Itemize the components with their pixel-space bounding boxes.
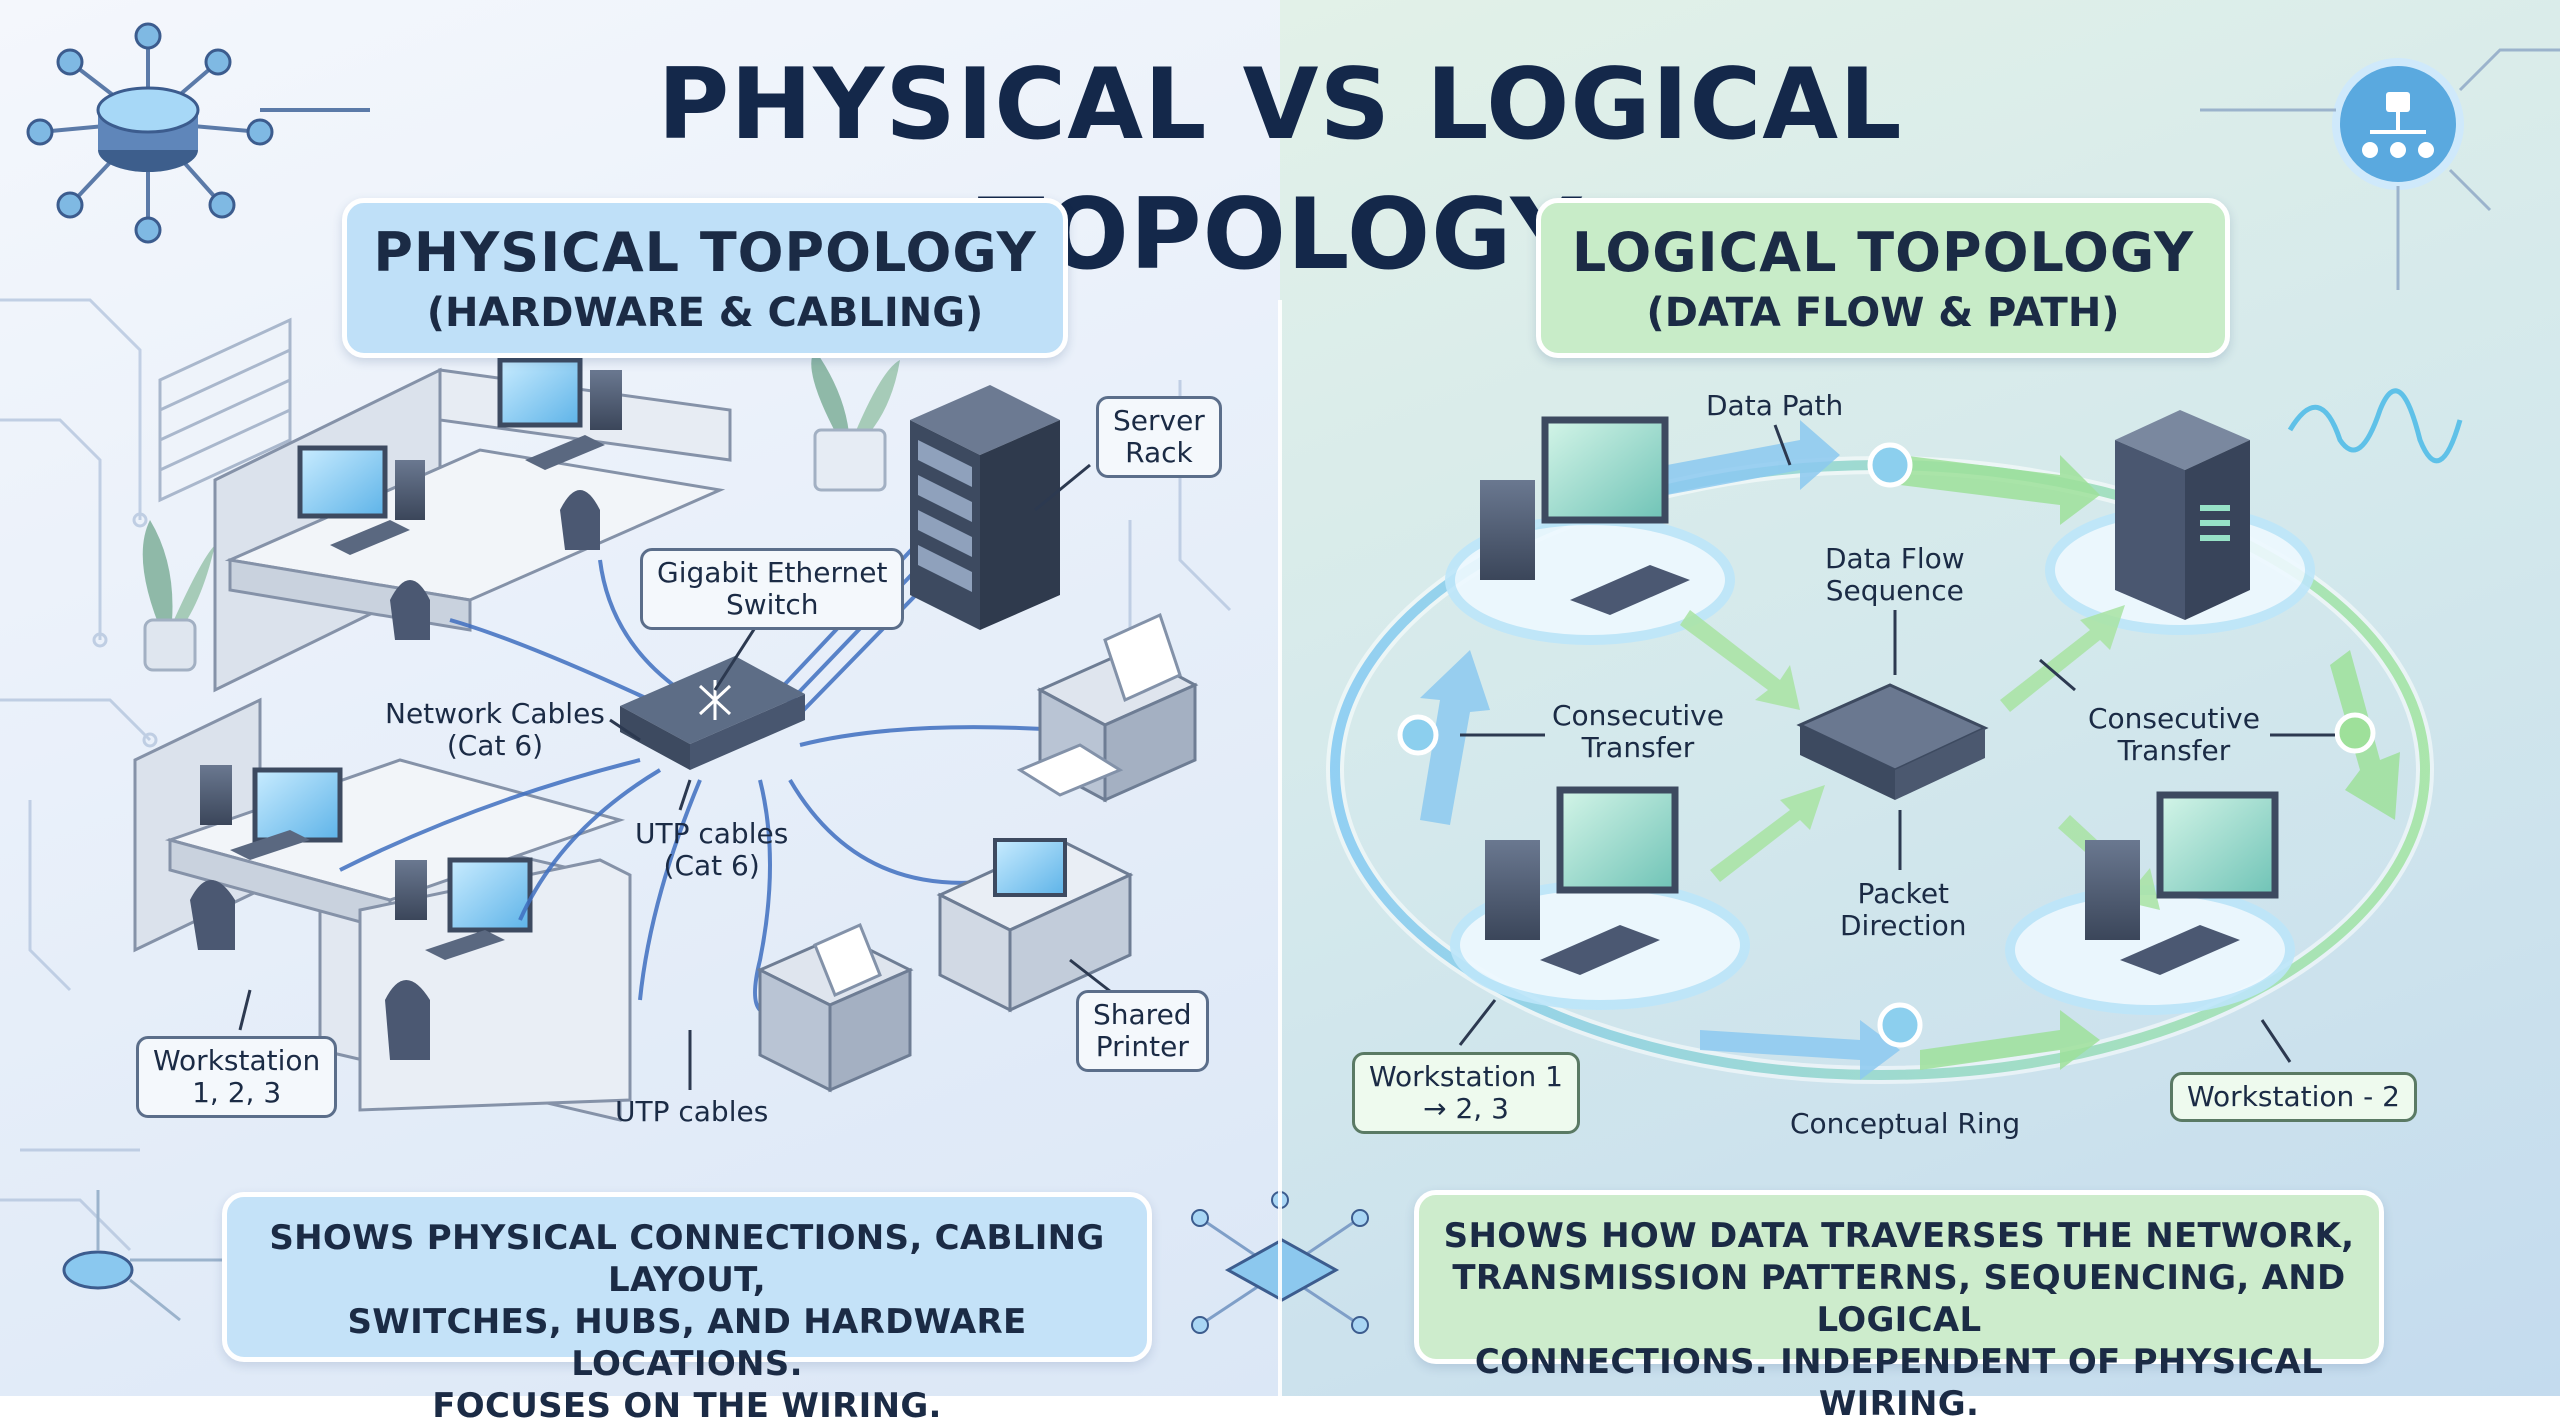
label-line: Switch — [725, 588, 819, 621]
label-workstation-2: Workstation - 2 — [2170, 1072, 2417, 1122]
plant-left — [142, 520, 215, 672]
label-line: (Cat 6) — [446, 729, 544, 762]
workstation-front-1 — [190, 765, 343, 950]
physical-topology-header: PHYSICAL TOPOLOGY (HARDWARE & CABLING) — [342, 198, 1068, 358]
label-line: Server — [1113, 404, 1205, 437]
physical-description-line: SHOWS PHYSICAL CONNECTIONS, CABLING LAYO… — [269, 1218, 1105, 1300]
workstation-logical-left — [1485, 786, 1679, 975]
label-network-cables: Network Cables (Cat 6) — [385, 698, 605, 762]
label-data-path: Data Path — [1706, 389, 1844, 422]
label-workstation: Workstation 1, 2, 3 — [136, 1036, 338, 1118]
page-title: PHYSICAL VS LOGICAL TOPOLOGY — [657, 48, 1903, 292]
hub-icon-bottom-center — [1191, 1191, 1369, 1334]
printer-station — [936, 838, 1134, 1013]
label-line: Transfer — [1581, 731, 1695, 764]
label-line: Workstation 1 — [1369, 1060, 1563, 1093]
label-workstation-1: Workstation 1 → 2, 3 — [1352, 1052, 1580, 1134]
label-utp-cables: UTP cables — [615, 1095, 769, 1128]
label-line: Consecutive — [1552, 699, 1724, 732]
server-rack — [910, 385, 1060, 630]
logical-heading: LOGICAL TOPOLOGY — [1571, 221, 2195, 284]
label-line: Printer — [1095, 1030, 1189, 1063]
switch-logical — [1796, 683, 1989, 800]
label-line: → 2, 3 — [1423, 1092, 1509, 1125]
workstation-front-2 — [385, 857, 533, 1060]
gigabit-switch — [620, 656, 805, 770]
label-line: Shared — [1093, 998, 1192, 1031]
diagram-artwork — [0, 22, 2560, 1334]
workstation-back-1 — [297, 445, 430, 640]
signal-wave — [2287, 388, 2463, 464]
label-utp-cat6: UTP cables (Cat 6) — [635, 818, 788, 882]
printer-right — [1016, 612, 1199, 803]
server-logical — [2115, 410, 2250, 620]
workstation-back-2 — [497, 357, 622, 550]
physical-subheading: (HARDWARE & CABLING) — [426, 290, 984, 336]
label-server-rack: Server Rack — [1096, 396, 1222, 478]
physical-description-line: SWITCHES, HUBS, AND HARDWARE LOCATIONS. — [347, 1302, 1027, 1384]
label-line: Data Flow — [1825, 542, 1965, 575]
label-gigabit-switch: Gigabit Ethernet Switch — [640, 548, 905, 630]
packet-nodes — [1397, 442, 2376, 1048]
label-shared-printer: Shared Printer — [1076, 990, 1209, 1072]
label-consecutive-transfer-left: Consecutive Transfer — [1552, 700, 1724, 764]
label-line: 1, 2, 3 — [192, 1076, 282, 1109]
physical-description: SHOWS PHYSICAL CONNECTIONS, CABLING LAYO… — [222, 1192, 1152, 1426]
ring-flow-arrows — [1420, 420, 2400, 1080]
physical-heading: PHYSICAL TOPOLOGY — [373, 221, 1037, 284]
label-conceptual-ring: Conceptual Ring — [1790, 1107, 2021, 1140]
label-line: Packet — [1857, 877, 1950, 910]
label-data-flow-sequence: Data Flow Sequence — [1825, 543, 1965, 607]
label-line: Consecutive — [2088, 702, 2260, 735]
physical-description-line: FOCUSES ON THE WIRING. — [432, 1386, 942, 1426]
network-icon-topright — [2200, 48, 2560, 290]
label-consecutive-transfer-right: Consecutive Transfer — [2088, 703, 2260, 767]
label-line: (Cat 6) — [663, 849, 760, 882]
label-line: Direction — [1840, 909, 1967, 942]
office-window — [158, 317, 292, 503]
label-line: UTP cables — [635, 817, 789, 850]
plant-right — [811, 350, 900, 492]
center-divider — [1278, 300, 1282, 1396]
logical-topology-header: LOGICAL TOPOLOGY (DATA FLOW & PATH) — [1536, 198, 2230, 358]
label-packet-direction: Packet Direction — [1840, 878, 1967, 942]
label-line: Sequence — [1825, 574, 1964, 607]
logical-description-line: CONNECTIONS. INDEPENDENT OF PHYSICAL WIR… — [1474, 1342, 2324, 1424]
workstation-logical-right — [2085, 791, 2279, 975]
logical-subheading: (DATA FLOW & PATH) — [1646, 290, 2120, 336]
workstation-logical-top — [1480, 416, 1690, 615]
label-line: Rack — [1125, 436, 1193, 469]
logical-description: SHOWS HOW DATA TRAVERSES THE NETWORK, TR… — [1414, 1190, 2384, 1424]
logical-description-line: TRANSMISSION PATTERNS, SEQUENCING, AND L… — [1452, 1258, 2346, 1340]
label-line: Workstation — [153, 1044, 321, 1077]
hub-icon-bottom-left — [62, 1190, 240, 1322]
printer-front — [756, 922, 914, 1093]
label-line: Gigabit Ethernet — [657, 556, 888, 589]
label-line: Transfer — [2117, 734, 2231, 767]
label-line: Network Cables — [385, 697, 605, 730]
cubicle-back — [213, 367, 732, 693]
logical-description-line: SHOWS HOW DATA TRAVERSES THE NETWORK, — [1443, 1216, 2355, 1256]
